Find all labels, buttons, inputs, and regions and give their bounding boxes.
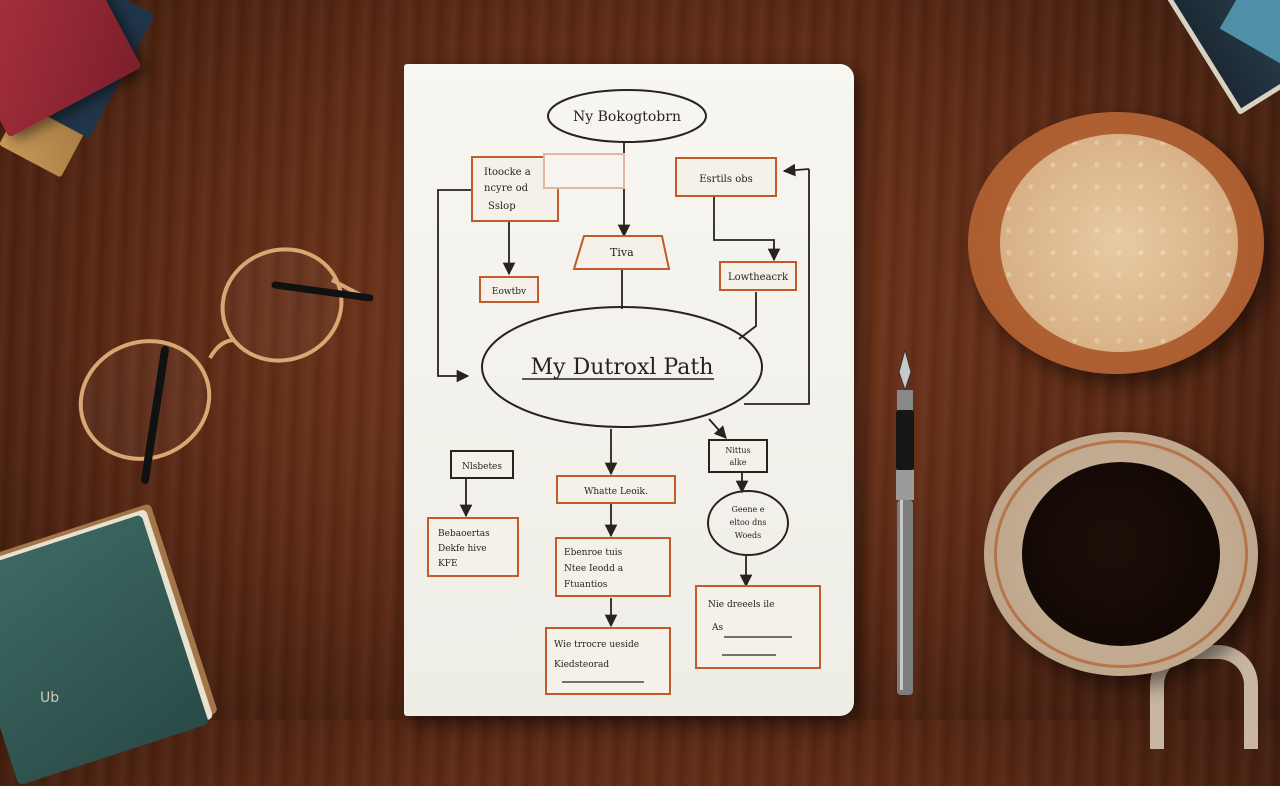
r-oval-line2: eltoo dns: [729, 518, 766, 527]
l-box-line2: Dekfe hive: [438, 544, 487, 554]
top-node-label: Ny Bokogtobrn: [573, 109, 681, 125]
tl-small-label: Eowtbv: [492, 287, 527, 297]
tl-box-line2: ncyre od: [484, 183, 529, 194]
book-cover-mark: Ub: [40, 690, 60, 706]
glasses-icon: [78, 247, 374, 484]
black-coffee-cup-icon: [984, 432, 1258, 676]
r-oval-line3: Woeds: [735, 531, 761, 540]
fountain-pen-icon: [896, 350, 914, 695]
latte-cup-icon: [968, 112, 1264, 374]
tr-box-label: Esrtils obs: [699, 174, 753, 185]
m-bottom-line2: Kiedsteorad: [554, 660, 609, 670]
m-bottom-line1: Wie trrocre ueside: [554, 640, 639, 650]
tr-small-label: Lowtheacrk: [728, 272, 789, 283]
flowchart: Ny Bokogtobrn My Dutroxl Path Itoocke a …: [427, 89, 821, 695]
r-box-line1: Nie dreeels ile: [708, 600, 774, 610]
l-box-line3: KFE: [438, 559, 458, 569]
m-small-label: Whatte Leoik.: [584, 487, 648, 497]
r-box-line2: As: [711, 623, 723, 633]
tl-box-line3: Sslop: [488, 201, 516, 212]
l-box-line1: Bebaoertas: [438, 529, 490, 539]
r-small-line1: Nittus: [725, 446, 750, 455]
r-oval-line1: Geene e: [731, 505, 764, 514]
l-small-label: Nlsbetes: [462, 462, 502, 472]
m-box-line2: Ntee Ieodd a: [564, 564, 624, 574]
r-small-line2: alke: [730, 458, 747, 467]
book-stack-icon: [0, 514, 210, 786]
tl-box-line1: Itoocke a: [484, 167, 531, 178]
trapezoid-label: Tiva: [610, 246, 634, 259]
m-box-line3: Ftuantios: [564, 580, 608, 590]
center-node-label: My Dutroxl Path: [531, 355, 714, 380]
m-box-line1: Ebenroe tuis: [564, 548, 623, 558]
